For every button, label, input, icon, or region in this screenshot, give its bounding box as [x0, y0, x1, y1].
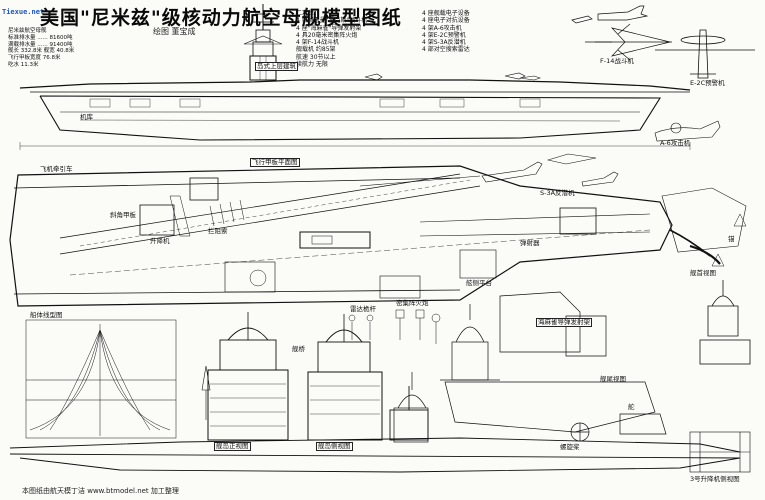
- spec-line: 4 座"海麻雀"导弹发射架: [296, 24, 362, 32]
- carrier-side-profile: [19, 79, 691, 150]
- bow-perspective: [661, 187, 747, 265]
- spec-line: 4 座电子对抗设备: [422, 17, 470, 25]
- label-ciws: 密集阵火炮: [396, 299, 429, 307]
- label-e2c: E-2C预警机: [690, 79, 725, 87]
- label-elevator-3-profile: 3号升降机侧视图: [690, 475, 740, 483]
- label-arrester: 拦阻索: [208, 227, 228, 235]
- spec-line: 吃水 11.3米: [8, 61, 39, 68]
- label-f14: F-14战斗机: [600, 57, 634, 65]
- fighter-side-view: [571, 5, 649, 24]
- island-small-elevation: [393, 372, 429, 443]
- spec-list-left: 尼米兹航空母舰 标准排水量 ...... 81600吨 满载排水量 ......…: [8, 28, 74, 69]
- spec-line: 续航力 无限: [296, 61, 328, 69]
- label-propeller: 螺旋桨: [560, 443, 580, 451]
- bow-front-view: [699, 280, 751, 365]
- spec-line: 标准排水量 ...... 81600吨: [8, 34, 73, 41]
- label-catapult: 弹射器: [520, 239, 540, 247]
- sponson-section: [499, 291, 607, 357]
- label-deck-plan: 飞行甲板平面图: [250, 158, 300, 167]
- bottom-side-profile: [9, 386, 741, 473]
- page-title: 美国"尼米兹"级核动力航空母舰模型图纸: [40, 7, 402, 29]
- label-stern: 舰尾视图: [600, 375, 626, 383]
- label-aircraft-tractor: 飞机牵引车: [40, 165, 73, 173]
- label-island-side: 舰岛侧视图: [316, 442, 353, 451]
- island-side-view: [307, 314, 383, 441]
- label-bow: 舰首视图: [690, 269, 716, 277]
- f4-phantom-side: [481, 153, 619, 187]
- spec-line: 航速 30节以上: [296, 53, 336, 61]
- spec-line: 满载排水量 ...... 91400吨: [8, 41, 73, 48]
- spec-line: 4 架格鲁曼"霍克斯"战斗机: [296, 17, 368, 25]
- mast-detail: [201, 365, 211, 420]
- label-sea-sparrow: 海麻雀导弹发射架: [536, 318, 592, 327]
- spec-list-middle: 二次世： 4 架格鲁曼"霍克斯"战斗机 4 座"海麻雀"导弹发射架 4 具20毫…: [296, 10, 367, 68]
- label-radar: 雷达桅杆: [350, 305, 376, 313]
- label-hangar: 机库: [80, 113, 93, 121]
- designer-credit: 绘图 董宝成: [153, 27, 196, 36]
- stern-section: [444, 381, 667, 442]
- label-sponson: 舷侧平台: [466, 279, 492, 287]
- f14-fighter-plan: [585, 23, 672, 61]
- spec-line: 舰长 332.8米 舰宽 40.8米: [8, 48, 75, 55]
- hull-lines-diagram: [25, 319, 177, 439]
- label-bridge: 舰桥: [292, 345, 305, 353]
- spec-line: 4 具20毫米密集阵火炮: [296, 31, 358, 39]
- flight-deck-plan: [9, 165, 673, 307]
- spec-line: 二次世：: [296, 10, 321, 17]
- label-rudder: 舵: [628, 403, 635, 411]
- label-elevator: 升降机: [150, 237, 170, 245]
- island-front-view: [207, 312, 289, 441]
- footer-credit: 本图纸由航天模丁洁 www.btmodel.net 加工整理: [22, 487, 179, 495]
- label-hull-lines: 船体线型图: [30, 311, 63, 319]
- watermark: Tiexue.net: [2, 8, 45, 16]
- e2c-plan-view: [655, 29, 755, 79]
- elevator-3-profile: [689, 431, 751, 473]
- label-anchor: 锚: [728, 235, 735, 243]
- label-a6: A-6攻击机: [660, 139, 691, 147]
- spec-line: 4 架A-6攻击机: [422, 24, 462, 32]
- a6-side-view: [654, 120, 721, 142]
- label-island-front: 舰岛正视图: [214, 442, 251, 451]
- spec-line: 飞行甲板宽度 76.8米: [8, 55, 61, 62]
- spec-line: 4 架E-2C预警机: [422, 31, 466, 39]
- spec-line: 4 架F-14战斗机: [296, 39, 339, 47]
- label-s3a: S-3A反潜机: [540, 189, 575, 197]
- spec-line: 4 座舰载电子设备: [422, 10, 470, 17]
- spec-line: 尼米兹航空母舰: [8, 28, 47, 34]
- spec-list-right: 4 座舰载电子设备 4 座电子对抗设备 4 架A-6攻击机 4 架E-2C预警机…: [422, 10, 470, 54]
- island-cross-section: [440, 304, 500, 381]
- spec-line: 舰载机 约85架: [296, 46, 336, 54]
- label-island-profile: 岛式上层建筑: [255, 62, 298, 71]
- detail-parts: [348, 213, 747, 344]
- spec-line: 4 架S-3A反潜机: [422, 39, 466, 47]
- label-angled-deck: 斜角甲板: [110, 211, 136, 219]
- spec-line: 4 部对空搜索雷达: [422, 46, 470, 54]
